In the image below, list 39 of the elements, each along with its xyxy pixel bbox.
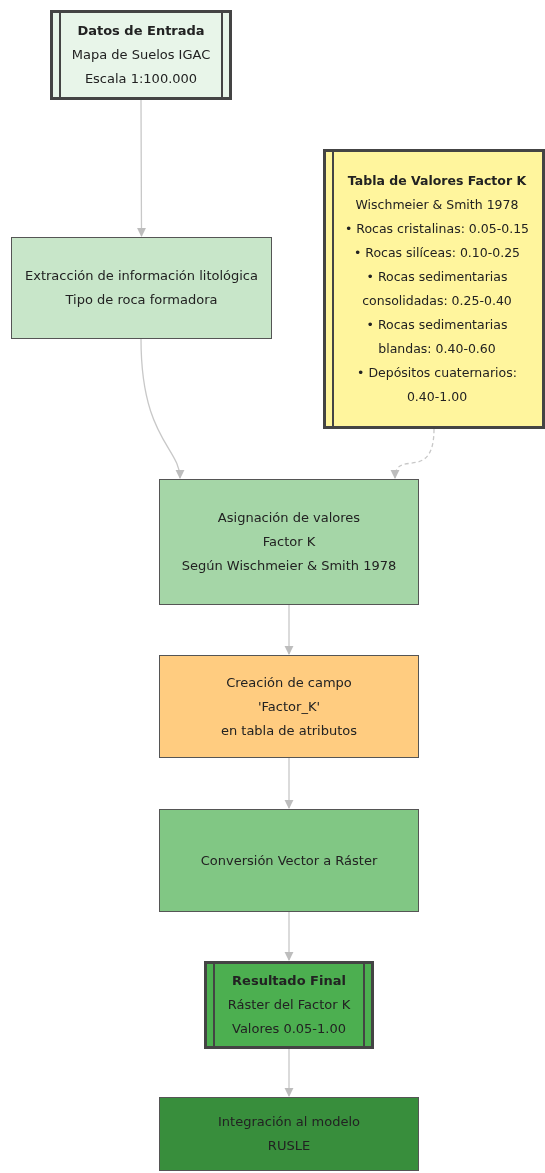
box-text: Valores 0.05-1.00: [232, 1020, 346, 1038]
box-text: Asignación de valores: [217, 509, 361, 527]
box-text: • Rocas cristalinas: 0.05-0.15: [344, 220, 530, 238]
box-text: Conversión Vector a Ráster: [200, 851, 378, 870]
box-heading: Datos de Entrada: [77, 22, 205, 40]
box-text: 'Factor_K': [258, 697, 320, 716]
process-box: [159, 479, 419, 605]
process-box: [50, 10, 232, 100]
arrow: [136, 99, 147, 237]
process-box: [323, 149, 545, 429]
box-heading: Resultado Final: [232, 972, 346, 990]
process-box: [159, 809, 419, 912]
box-heading: Tabla de Valores Factor K: [347, 172, 527, 190]
box-text: Ráster del Factor K: [227, 996, 351, 1014]
box-text: en tabla de atributos: [220, 721, 358, 740]
box-text: Extracción de información litológica: [25, 267, 258, 285]
process-box: [11, 237, 272, 339]
arrow: [140, 338, 184, 479]
box-text: • Rocas sedimentarias consolidadas: 0.25-0.40: [361, 268, 513, 310]
box-text: Integración al modelo: [218, 1113, 360, 1131]
box-text: Wischmeier & Smith 1978: [355, 196, 519, 214]
box-text: • Rocas silíceas: 0.10-0.25: [353, 244, 521, 262]
box-text: Según Wischmeier & Smith 1978: [181, 557, 397, 575]
process-box: [204, 961, 374, 1049]
arrow: [284, 757, 294, 809]
arrow: [391, 428, 435, 479]
box-text: Tipo de roca formadora: [65, 291, 218, 309]
arrow: [284, 911, 294, 961]
box-text: Creación de campo: [226, 673, 352, 692]
box-text: • Depósitos cuaternarios: 0.40-1.00: [356, 364, 518, 406]
box-text: Escala 1:100.000: [84, 70, 198, 88]
box-text: Factor K: [262, 533, 316, 551]
process-box: [159, 1097, 419, 1171]
box-text: Mapa de Suelos IGAC: [71, 46, 211, 64]
arrow: [284, 1048, 294, 1097]
box-text: • Rocas sedimentarias blandas: 0.40-0.60: [365, 316, 509, 358]
arrow: [284, 604, 294, 655]
process-box: [159, 655, 419, 758]
box-text: RUSLE: [267, 1137, 311, 1155]
